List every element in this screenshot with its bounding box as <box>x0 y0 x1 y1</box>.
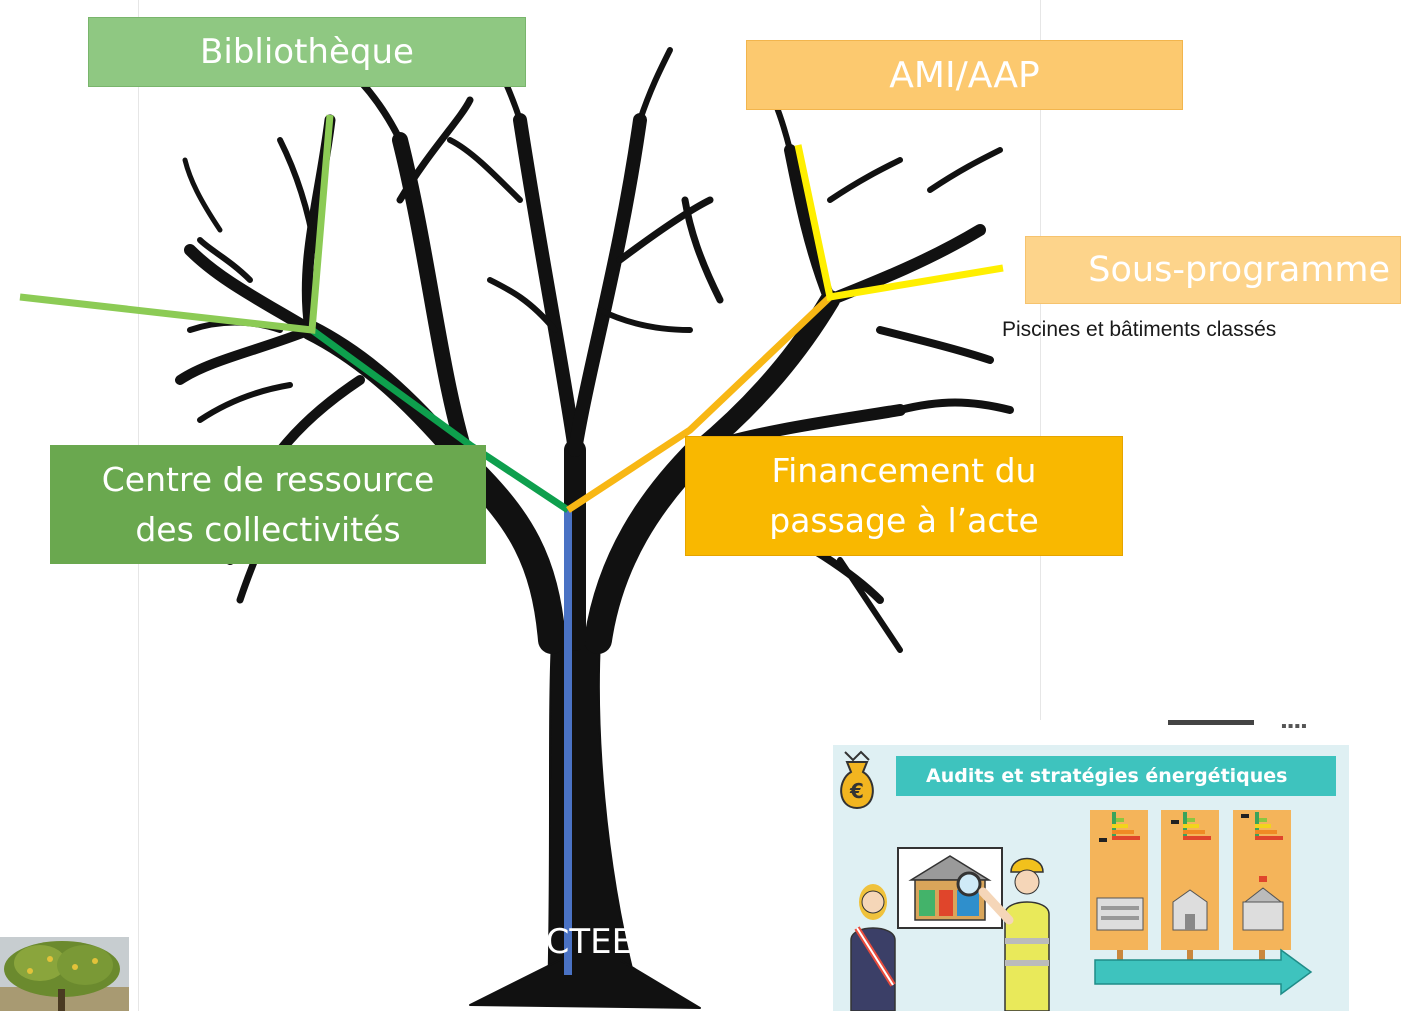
energy-panel-2 <box>1161 810 1219 980</box>
financement-label-line2: passage à l’acte <box>769 501 1039 540</box>
centre-ressource-box: Centre de ressource des collectivités <box>50 445 486 564</box>
magnifier-icon <box>956 871 982 897</box>
financement-branch-line <box>566 294 833 513</box>
ami-aap-box: AMI/AAP <box>746 40 1183 110</box>
woman-figure <box>850 884 896 1011</box>
trunk-label: ACTEE <box>523 922 634 962</box>
sous-programme-detail: Piscines et bâtiments classés <box>1002 318 1277 341</box>
audits-infographic: ▪▪▪▪ € Audits et stratégies énergétiques <box>833 720 1349 1011</box>
bibliotheque-branch-line <box>19 114 334 334</box>
energy-panel-3 <box>1233 810 1291 980</box>
infographic-title: Audits et stratégies énergétiques <box>896 756 1336 796</box>
infographic-topbar: ▪▪▪▪ <box>833 720 1349 745</box>
ami-branch-line <box>794 144 1004 302</box>
infographic-scene <box>850 810 1313 1011</box>
topbar-dash <box>1168 720 1254 725</box>
financement-box: Financement du passage à l’acte <box>685 436 1123 556</box>
financement-label-line1: Financement du <box>771 451 1037 490</box>
sous-programme-box: Sous-programme <box>1025 236 1401 304</box>
centre-label-line1: Centre de ressource <box>101 459 435 499</box>
money-bag-icon: € <box>840 750 874 810</box>
currency-symbol: € <box>849 779 864 803</box>
topbar-dots: ▪▪▪▪ <box>1281 720 1308 735</box>
tree-photo <box>0 937 129 1011</box>
sous-programme-label: Sous-programme <box>1088 250 1390 290</box>
bibliotheque-box: Bibliothèque <box>88 17 526 87</box>
centre-label-line2: des collectivités <box>135 509 401 549</box>
ami-aap-label: AMI/AAP <box>889 54 1040 96</box>
energy-panel-1 <box>1090 810 1148 980</box>
bibliotheque-label: Bibliothèque <box>200 32 414 72</box>
progress-arrow <box>1094 948 1313 996</box>
worker-figure <box>978 857 1050 1011</box>
